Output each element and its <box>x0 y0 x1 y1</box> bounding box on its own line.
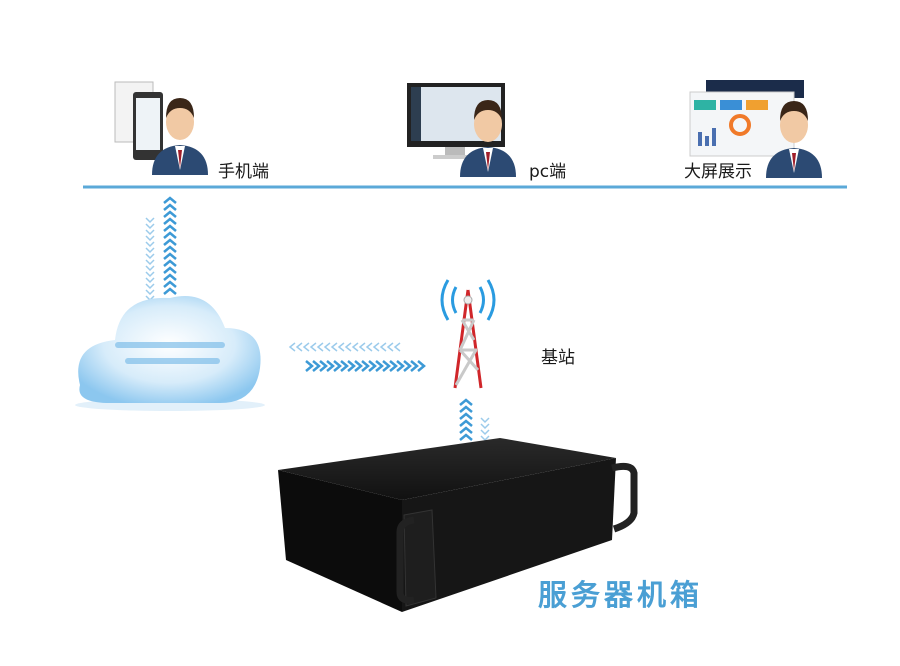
chevron-icon <box>459 412 473 420</box>
chevron-icon <box>330 342 338 352</box>
downlink-arrows-tower-to-cloud <box>288 342 401 352</box>
chevron-icon <box>145 223 155 230</box>
chevron-icon <box>163 231 177 239</box>
client-label-bigscreen: 大屏展示 <box>684 162 752 182</box>
chevron-icon <box>163 217 177 225</box>
chevron-icon <box>145 253 155 260</box>
chevron-icon <box>396 360 405 372</box>
chevron-icon <box>163 287 177 295</box>
chevron-icon <box>163 203 177 211</box>
mobile-user-icon <box>114 81 208 175</box>
chevron-icon <box>368 360 377 372</box>
chevron-icon <box>163 196 177 204</box>
chevron-icon <box>480 429 490 436</box>
base-station-label: 基站 <box>541 348 575 368</box>
chevron-icon <box>333 360 342 372</box>
chevron-icon <box>459 426 473 434</box>
chevron-icon <box>389 360 398 372</box>
chevron-icon <box>459 405 473 413</box>
client-label-mobile: 手机端 <box>218 162 269 182</box>
chevron-icon <box>309 342 317 352</box>
uplink-arrows-cloud <box>163 196 177 295</box>
uplink-arrows-server-to-tower <box>459 398 473 441</box>
chevron-icon <box>361 360 370 372</box>
chevron-icon <box>302 342 310 352</box>
chevron-icon <box>163 252 177 260</box>
chevron-icon <box>480 423 490 430</box>
chevron-icon <box>163 280 177 288</box>
chevron-icon <box>459 398 473 406</box>
chevron-icon <box>323 342 331 352</box>
chevron-icon <box>347 360 356 372</box>
cell-tower-icon <box>440 279 496 389</box>
chevron-icon <box>372 342 380 352</box>
chevron-icon <box>163 245 177 253</box>
chevron-icon <box>163 266 177 274</box>
chevron-icon <box>145 229 155 236</box>
chevron-icon <box>480 417 490 424</box>
chevron-icon <box>312 360 321 372</box>
server-chassis-icon <box>278 438 638 612</box>
chevron-icon <box>337 342 345 352</box>
chevron-icon <box>379 342 387 352</box>
chevron-icon <box>358 342 366 352</box>
pc-user-icon <box>407 83 516 177</box>
chevron-icon <box>319 360 328 372</box>
chevron-icon <box>480 435 490 442</box>
chevron-icon <box>386 342 394 352</box>
chevron-icon <box>295 342 303 352</box>
chevron-icon <box>145 247 155 254</box>
chevron-icon <box>163 224 177 232</box>
chevron-icon <box>145 259 155 266</box>
chevron-icon <box>163 238 177 246</box>
chevron-icon <box>382 360 391 372</box>
chevron-icon <box>145 277 155 284</box>
chevron-icon <box>354 360 363 372</box>
server-label: 服务器机箱 <box>538 578 704 612</box>
chevron-icon <box>305 360 314 372</box>
chevron-icon <box>145 217 155 224</box>
chevron-icon <box>459 419 473 427</box>
chevron-icon <box>344 342 352 352</box>
chevron-icon <box>351 342 359 352</box>
chevron-icon <box>163 210 177 218</box>
bigscreen-user-icon <box>689 80 822 178</box>
chevron-icon <box>145 241 155 248</box>
cloud-icon <box>75 296 265 411</box>
chevron-icon <box>340 360 349 372</box>
chevron-icon <box>410 360 419 372</box>
chevron-icon <box>145 235 155 242</box>
client-label-pc: pc端 <box>529 162 567 182</box>
chevron-icon <box>393 342 401 352</box>
chevron-icon <box>145 265 155 272</box>
chevron-icon <box>145 283 155 290</box>
downlink-arrows-tower-to-server <box>480 417 490 442</box>
chevron-icon <box>375 360 384 372</box>
chevron-icon <box>365 342 373 352</box>
uplink-arrows-cloud-to-tower <box>305 360 426 372</box>
chevron-icon <box>403 360 412 372</box>
chevron-icon <box>145 271 155 278</box>
chevron-icon <box>288 342 296 352</box>
chevron-icon <box>145 289 155 296</box>
chevron-icon <box>417 360 426 372</box>
chevron-icon <box>316 342 324 352</box>
chevron-icon <box>459 433 473 441</box>
chevron-icon <box>326 360 335 372</box>
chevron-icon <box>163 259 177 267</box>
downlink-arrows-cloud <box>145 217 155 302</box>
chevron-icon <box>163 273 177 281</box>
